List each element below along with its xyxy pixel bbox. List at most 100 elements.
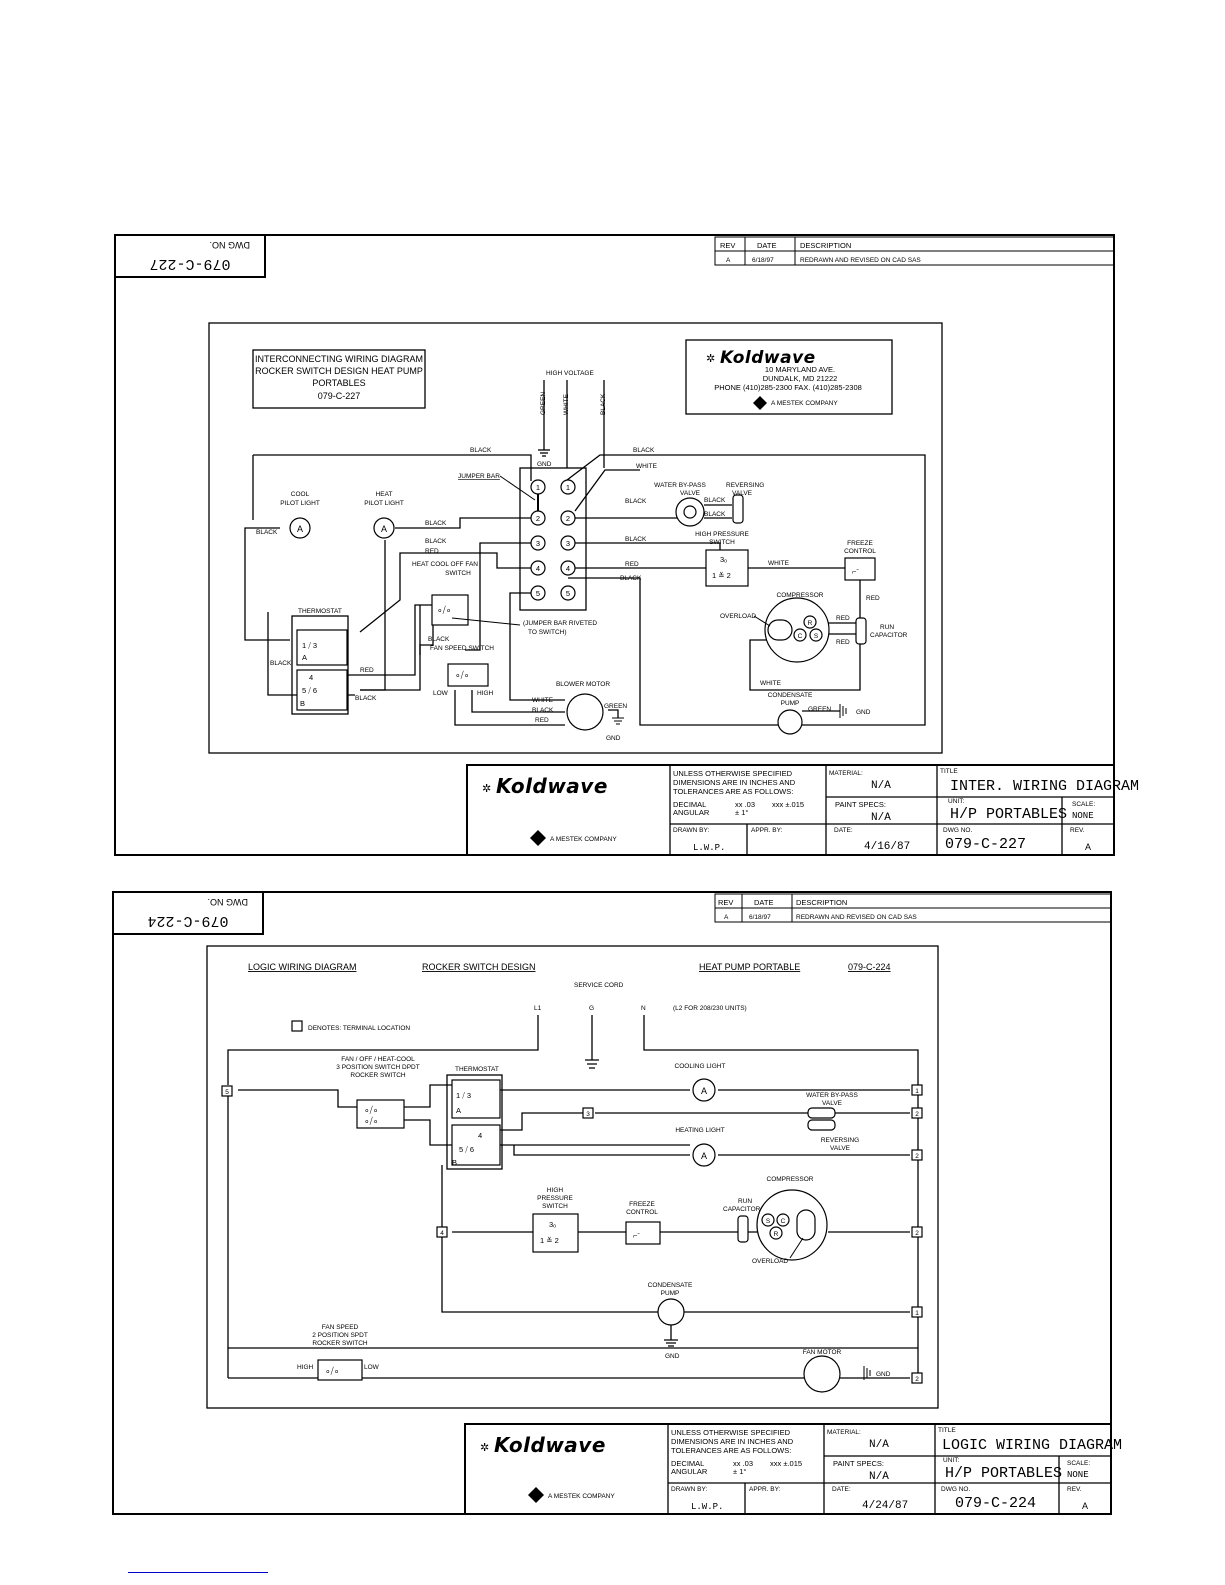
- rev-description: REDRAWN AND REVISED ON CAD SAS: [800, 257, 921, 264]
- label: REVERSING: [726, 482, 764, 489]
- thermostat-contact-b: 4: [478, 1131, 482, 1140]
- date-header: DATE: [757, 241, 776, 250]
- label: GND: [606, 735, 621, 742]
- contact-icon: 3ₒ: [720, 555, 727, 564]
- scale-value: NONE: [1072, 811, 1094, 821]
- title-line: ROCKER SWITCH DESIGN HEAT PUMP: [255, 366, 423, 376]
- label: CAPACITOR: [723, 1206, 761, 1213]
- description-header: DESCRIPTION: [800, 241, 851, 250]
- rev-label: REV.: [1070, 827, 1085, 834]
- label: FAN SPEED SWITCH: [430, 645, 494, 652]
- terminal-number: 1: [536, 483, 540, 492]
- heat-cool-off-fan-switch: HEAT COOL OFF FAN SWITCH ∘⧸∘: [412, 561, 521, 626]
- service-cord: SERVICE CORD L1 G N (L2 FOR 208/230 UNIT…: [534, 982, 747, 1069]
- wire-label: BLACK: [425, 520, 447, 527]
- label: HIGH PRESSURE: [695, 531, 749, 538]
- terminal-block: 1 1 2 2 3 3 4 4 5 5: [519, 467, 587, 611]
- terminal-3: 3 3: [530, 535, 576, 551]
- label: CONTROL: [844, 548, 876, 555]
- jumper-bar-label: JUMPER BAR: [458, 473, 500, 480]
- scale-value: NONE: [1067, 1470, 1089, 1480]
- angular-tolerance: ± 1°: [733, 1467, 746, 1476]
- rev-value: A: [1082, 1501, 1088, 1511]
- description-header: DESCRIPTION: [796, 898, 847, 907]
- fan-motor-logic: FAN MOTOR GND: [803, 1349, 891, 1393]
- label: COOLING LIGHT: [675, 1063, 726, 1070]
- rev-description: REDRAWN AND REVISED ON CAD SAS: [796, 914, 917, 921]
- terminal-number: 2: [915, 1111, 919, 1118]
- date-label: DATE:: [834, 827, 853, 834]
- label: ROCKER SWITCH: [350, 1072, 406, 1079]
- jumper-note: TO SWITCH): [528, 629, 567, 636]
- wire-label: WHITE: [768, 560, 790, 567]
- terminal-number: 1: [566, 483, 570, 492]
- label: L1: [534, 1005, 542, 1012]
- unit-value: H/P PORTABLES: [945, 1465, 1062, 1482]
- switch-contacts-icon: ∘⧸∘: [325, 1366, 339, 1376]
- thermostat: THERMOSTAT 1 ⧸ 3 A 4 5 ⧸ 6 B: [291, 608, 349, 715]
- heat-pilot-light: HEAT PILOT LIGHT A: [364, 491, 404, 539]
- rev-value: A: [726, 257, 731, 264]
- terminal-5: 5 5: [530, 585, 576, 601]
- wire-label: BLACK: [704, 497, 726, 504]
- label: VALVE: [830, 1145, 851, 1152]
- high-voltage-cord: HIGH VOLTAGE GND GREEN WHITE BLACK: [537, 370, 607, 468]
- rev-value: A: [724, 914, 729, 921]
- thermostat-contact-b: B: [452, 1158, 457, 1167]
- label: VALVE: [680, 490, 701, 497]
- angular-tolerance: ± 1°: [735, 808, 748, 817]
- material-value: N/A: [869, 1439, 889, 1451]
- paint-label: PAINT SPECS:: [835, 800, 886, 809]
- label: FREEZE: [629, 1201, 655, 1208]
- header-text: LOGIC WIRING DIAGRAM: [248, 962, 357, 972]
- ground-icon: [839, 704, 847, 718]
- wire-label: RED: [360, 667, 374, 674]
- tolerance-line: DIMENSIONS ARE IN INCHES AND: [673, 778, 796, 787]
- fan-speed-switch-logic: FAN SPEED 2 POSITION SPDT ROCKER SWITCH …: [297, 1324, 380, 1381]
- terminal-marker: 4: [436, 1226, 448, 1238]
- label: VALVE: [822, 1100, 843, 1107]
- terminal-number: 2: [915, 1376, 919, 1383]
- tolerance-line: UNLESS OTHERWISE SPECIFIED: [673, 769, 793, 778]
- wire-label: BLACK: [633, 447, 655, 454]
- wire-label: BLACK: [425, 538, 447, 545]
- date-label: DATE:: [832, 1486, 851, 1493]
- label: ROCKER SWITCH: [312, 1340, 368, 1347]
- address-line: DUNDALK, MD 21222: [763, 374, 838, 383]
- thermostat-logic: THERMOSTAT 1 ⧸ 3 A 4 5 ⧸ 6 B: [446, 1066, 503, 1170]
- wire-label: BLACK: [625, 498, 647, 505]
- label: HIGH: [477, 690, 494, 697]
- terminal-number: 2: [536, 514, 540, 523]
- company-logo: Koldwave: [494, 1433, 606, 1457]
- wire-label: BLACK: [532, 707, 554, 714]
- mestek-label: A MESTEK COMPANY: [550, 836, 617, 843]
- terminal-1: 1 1: [530, 479, 576, 495]
- phone-line: PHONE (410)285-2300 FAX. (410)285-2308: [714, 383, 862, 392]
- label: PRESSURE: [537, 1195, 573, 1202]
- wire-label: RED: [625, 561, 639, 568]
- condensate-pump: CONDENSATE PUMP GND: [768, 692, 871, 735]
- sheet2-header: LOGIC WIRING DIAGRAM ROCKER SWITCH DESIG…: [248, 962, 891, 972]
- terminal-number: 5: [536, 589, 540, 598]
- wire-label: GREEN: [604, 703, 627, 710]
- switch-contacts-icon: ∘⧸∘: [455, 670, 469, 680]
- contact-icon: 1 ≚ 2: [540, 1236, 559, 1245]
- paint-value: N/A: [869, 1471, 889, 1483]
- wire-label: BLACK: [428, 636, 450, 643]
- rev-header: REV: [720, 241, 735, 250]
- ground-icon: [585, 1059, 599, 1069]
- ground-icon: [863, 1366, 871, 1380]
- label: FAN / OFF / HEAT-COOL: [341, 1056, 415, 1063]
- label: PILOT LIGHT: [280, 500, 320, 507]
- thermostat-contact-b: B: [300, 699, 305, 708]
- terminal-number: 4: [566, 564, 570, 573]
- wire-label: RED: [836, 615, 850, 622]
- label: FAN MOTOR: [803, 1349, 842, 1356]
- terminal-number: 4: [536, 564, 540, 573]
- label: HIGH: [547, 1187, 564, 1194]
- drawn-label: DRAWN BY:: [673, 827, 709, 834]
- tolerance-line: TOLERANCES ARE AS FOLLOWS:: [673, 787, 793, 796]
- switch-contacts-icon: ∘⧸∘: [364, 1105, 378, 1115]
- label: HIGH VOLTAGE: [546, 370, 594, 377]
- wire-label: BLACK: [256, 529, 278, 536]
